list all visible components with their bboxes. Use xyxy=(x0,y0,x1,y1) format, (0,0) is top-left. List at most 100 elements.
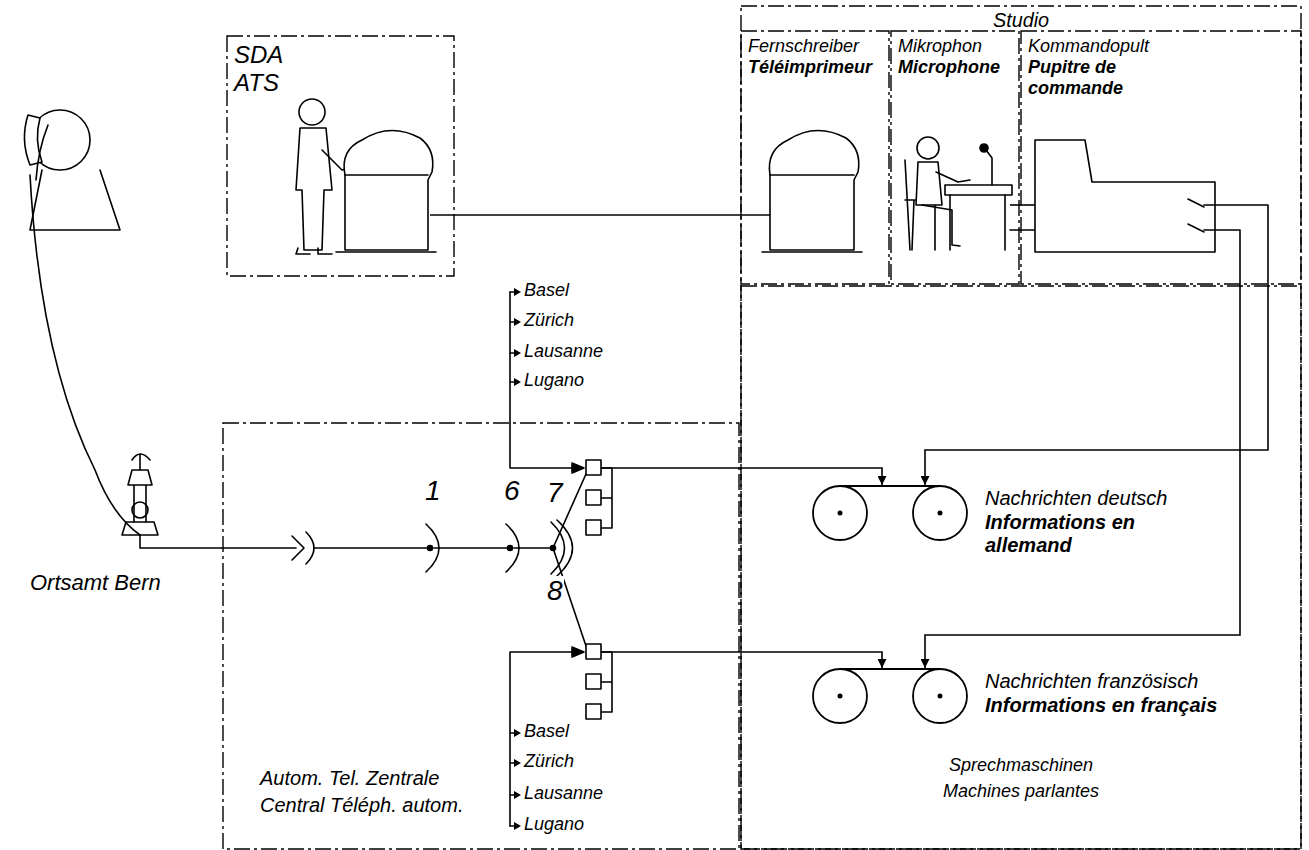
region-box: FernschreiberTéléimprimeurMikrophonMicro… xyxy=(740,5,1302,850)
speaker-figure-part xyxy=(922,205,960,246)
outline-rect xyxy=(1021,31,1301,284)
node-subheading: Informations en français xyxy=(985,694,1217,717)
station-node: Ortsamt Bern xyxy=(10,80,220,610)
telephone-part xyxy=(30,175,140,535)
region-box: SDA ATS xyxy=(226,35,455,277)
exchange-circuit xyxy=(222,460,740,719)
tape-reels xyxy=(812,485,982,547)
teleprinter-part xyxy=(344,130,433,250)
operator-figure-part xyxy=(296,128,332,250)
connector xyxy=(740,652,882,668)
region-box: FernschreiberTéléimprimeur xyxy=(740,30,890,285)
reel-hub xyxy=(938,694,943,699)
teleprinter xyxy=(336,130,436,252)
outline-rect xyxy=(741,31,889,284)
lead-arrowheads-part xyxy=(514,822,521,830)
caller-figure-part xyxy=(30,170,120,230)
desk xyxy=(945,144,1012,250)
trunk-destination: Lausanne xyxy=(523,784,604,804)
speaker-figure-part xyxy=(936,172,970,182)
exchange-circuit-part xyxy=(601,468,612,528)
trunk-leads-part xyxy=(572,463,584,473)
outline-rect xyxy=(741,6,1301,849)
operator-figure-part xyxy=(296,248,332,254)
teleprinter-part xyxy=(336,251,436,253)
exchange-circuit-part xyxy=(601,652,612,712)
exchange-circuit-part xyxy=(306,532,314,564)
node-heading: Kommandopult xyxy=(1028,36,1149,57)
node-subheading: Central Téléph. autom. xyxy=(260,794,463,817)
caller-figure-part xyxy=(36,125,48,180)
command-desk xyxy=(1035,140,1268,285)
operator-figure xyxy=(296,99,350,254)
operator-figure-part xyxy=(299,99,325,125)
node-subheading: Informations en allemand xyxy=(985,511,1200,557)
tape-machine: Nachrichten deutschInformations en allem… xyxy=(812,485,1212,575)
lead-arrowheads-part xyxy=(514,729,521,737)
exchange-circuit-part xyxy=(514,547,553,549)
node-heading: Mikrophon xyxy=(898,36,982,57)
connector xyxy=(925,285,1240,668)
exchange-circuit-part xyxy=(594,467,740,469)
tape-reel xyxy=(813,669,867,723)
speaker-figure-part xyxy=(916,162,942,205)
node-heading: Nachrichten französisch xyxy=(985,670,1198,693)
callout-number: 6 xyxy=(503,476,521,507)
node-heading: Fernschreiber xyxy=(748,36,859,57)
tape-reels xyxy=(812,668,982,730)
desk-part xyxy=(986,150,992,185)
trunk-destination: Zürich xyxy=(523,311,575,331)
trunk-leads-part xyxy=(510,733,516,826)
teleprinter xyxy=(762,130,862,252)
node-heading: Autom. Tel. Zentrale xyxy=(260,767,439,790)
connector xyxy=(430,214,770,216)
node-heading: Sprechmaschinen xyxy=(740,755,1302,776)
node-subheading: Microphone xyxy=(898,57,1000,78)
tape xyxy=(840,485,940,487)
command-desk-part xyxy=(1204,205,1268,285)
tape-reel xyxy=(813,486,867,540)
connector xyxy=(1010,204,1035,206)
reel-hub xyxy=(838,511,843,516)
command-desk-part xyxy=(1188,199,1204,232)
region-box: MikrophonMicrophone xyxy=(890,30,1020,285)
desk-part xyxy=(945,185,1012,195)
teleprinter-part xyxy=(769,130,858,250)
node-heading: Studio xyxy=(740,9,1302,32)
telephone-part xyxy=(139,535,141,548)
trunk-destination: Lugano xyxy=(523,815,585,835)
node-subheading: Pupitre de commande xyxy=(1028,57,1148,98)
telephone-part xyxy=(128,470,152,522)
exchange-circuit-part xyxy=(551,522,565,574)
lead-arrowheads-part xyxy=(514,288,521,296)
exchange-circuit-part xyxy=(222,547,296,549)
speaker-figure-part xyxy=(917,137,939,159)
lead-arrowheads-part xyxy=(514,759,521,767)
tape-reel xyxy=(913,669,967,723)
reel-hub xyxy=(838,694,843,699)
connector xyxy=(740,468,882,485)
exchange-circuit-part xyxy=(586,644,601,659)
exchange-circuit-part xyxy=(508,546,513,551)
reel-hub xyxy=(938,511,943,516)
trunk-destination: Basel xyxy=(523,722,570,742)
caller-figure xyxy=(24,110,120,230)
exchange-circuit-part xyxy=(586,674,601,689)
outline-rect xyxy=(227,36,454,276)
telephone-part xyxy=(132,502,148,518)
exchange-circuit-part xyxy=(428,546,433,551)
node-heading: Nachrichten deutsch xyxy=(985,487,1200,510)
trunk-destination: Lugano xyxy=(523,371,585,391)
microphone-wire xyxy=(1010,229,1035,231)
exchange-circuit-part xyxy=(586,704,601,719)
exchange-circuit-part xyxy=(594,651,740,653)
region-box: KommandopultPupitre de commande xyxy=(1020,30,1302,285)
tape xyxy=(840,668,940,670)
exchange-circuit-part xyxy=(434,547,510,549)
exchange-circuit-part xyxy=(314,547,430,549)
node-heading: SDA ATS xyxy=(234,41,304,96)
trunk-destination: Basel xyxy=(523,281,570,301)
